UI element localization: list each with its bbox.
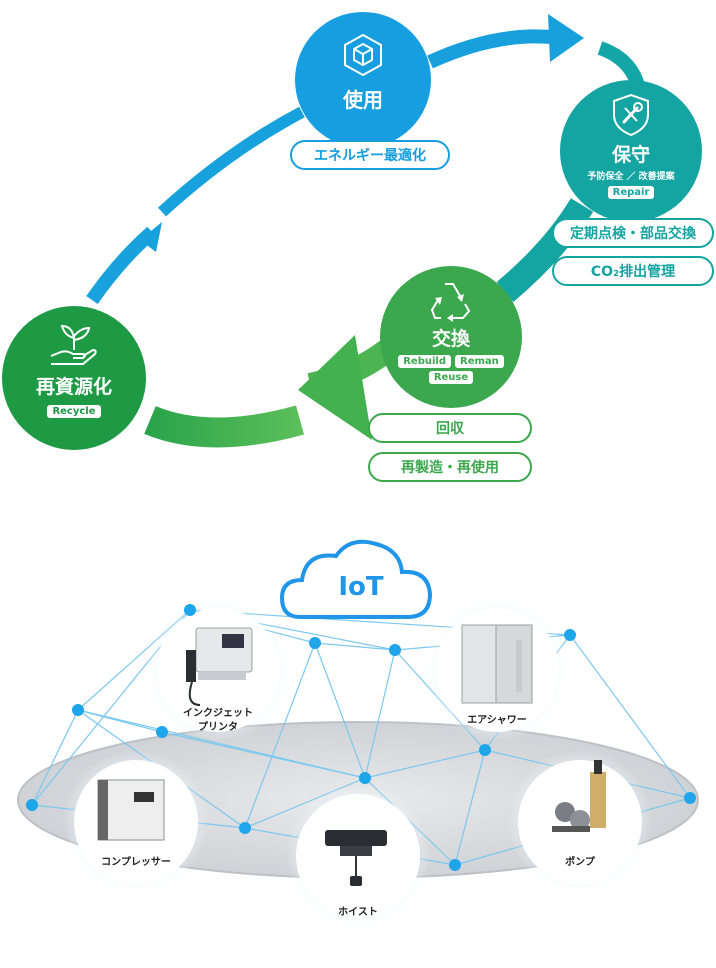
maintenance-title: 保守	[611, 144, 650, 166]
recycle-tag: Recycle	[47, 405, 101, 418]
exchange-tag-rebuild: Rebuild	[398, 355, 451, 368]
compressor-icon	[97, 779, 165, 841]
exchange-tag-reman: Reman	[455, 355, 504, 368]
device-label-inkjet-printer: インクジェット プリンタ	[183, 708, 253, 733]
arrowhead-exchange-to-recycle	[298, 335, 372, 440]
arrow-green-band	[144, 405, 305, 448]
arrow-recycle-to-use-upper	[157, 106, 305, 217]
iot-cloud-icon	[279, 539, 433, 619]
plant-hand-icon	[50, 324, 97, 365]
shield-wrench-icon	[613, 93, 649, 137]
arrowhead-recycle-to-use	[140, 222, 162, 252]
use-stage: 使用	[295, 12, 431, 148]
device-label-air-shower: エアシャワー	[467, 715, 527, 726]
recycle-stage: 再資源化 Recycle	[2, 306, 146, 450]
iot-cloud-label: IoT	[338, 572, 384, 602]
recycle-arrows-icon	[430, 283, 471, 322]
hoist-icon	[325, 830, 387, 886]
use-title: 使用	[343, 88, 383, 112]
iot-network	[17, 539, 699, 928]
maintenance-pill-inspection: 定期点検・部品交換	[552, 218, 714, 248]
cube-icon	[344, 33, 382, 77]
exchange-pill-collection: 回収	[368, 413, 532, 443]
arrow-maintenance-to-exchange	[496, 198, 594, 302]
device-label-pump: ポンプ	[565, 857, 595, 868]
network-nodes	[26, 604, 696, 871]
recycle-title: 再資源化	[35, 376, 112, 398]
air-shower-icon	[461, 624, 533, 704]
device-label-hoist: ホイスト	[338, 907, 378, 918]
arrowhead-use-to-maintenance	[548, 14, 584, 62]
exchange-title: 交換	[431, 328, 470, 350]
exchange-tags-row: Rebuild Reman	[398, 355, 504, 368]
use-pill-energy: エネルギー最適化	[290, 140, 450, 170]
maintenance-stage: 保守 予防保全 ／ 改善提案 Repair	[560, 80, 702, 222]
exchange-tag-reuse: Reuse	[428, 371, 474, 384]
maintenance-subtitle: 予防保全 ／ 改善提案	[587, 172, 675, 182]
maintenance-pill-co2: CO₂排出管理	[552, 256, 714, 286]
device-label-compressor: コンプレッサー	[101, 857, 171, 868]
arrow-use-to-maintenance	[427, 29, 561, 69]
exchange-pill-remanufacture: 再製造・再使用	[368, 452, 532, 482]
inkjet-printer-icon	[186, 627, 253, 706]
maintenance-tag-repair: Repair	[607, 186, 655, 199]
exchange-stage: 交換 Rebuild Reman Reuse	[380, 266, 522, 408]
pump-icon	[552, 760, 606, 832]
